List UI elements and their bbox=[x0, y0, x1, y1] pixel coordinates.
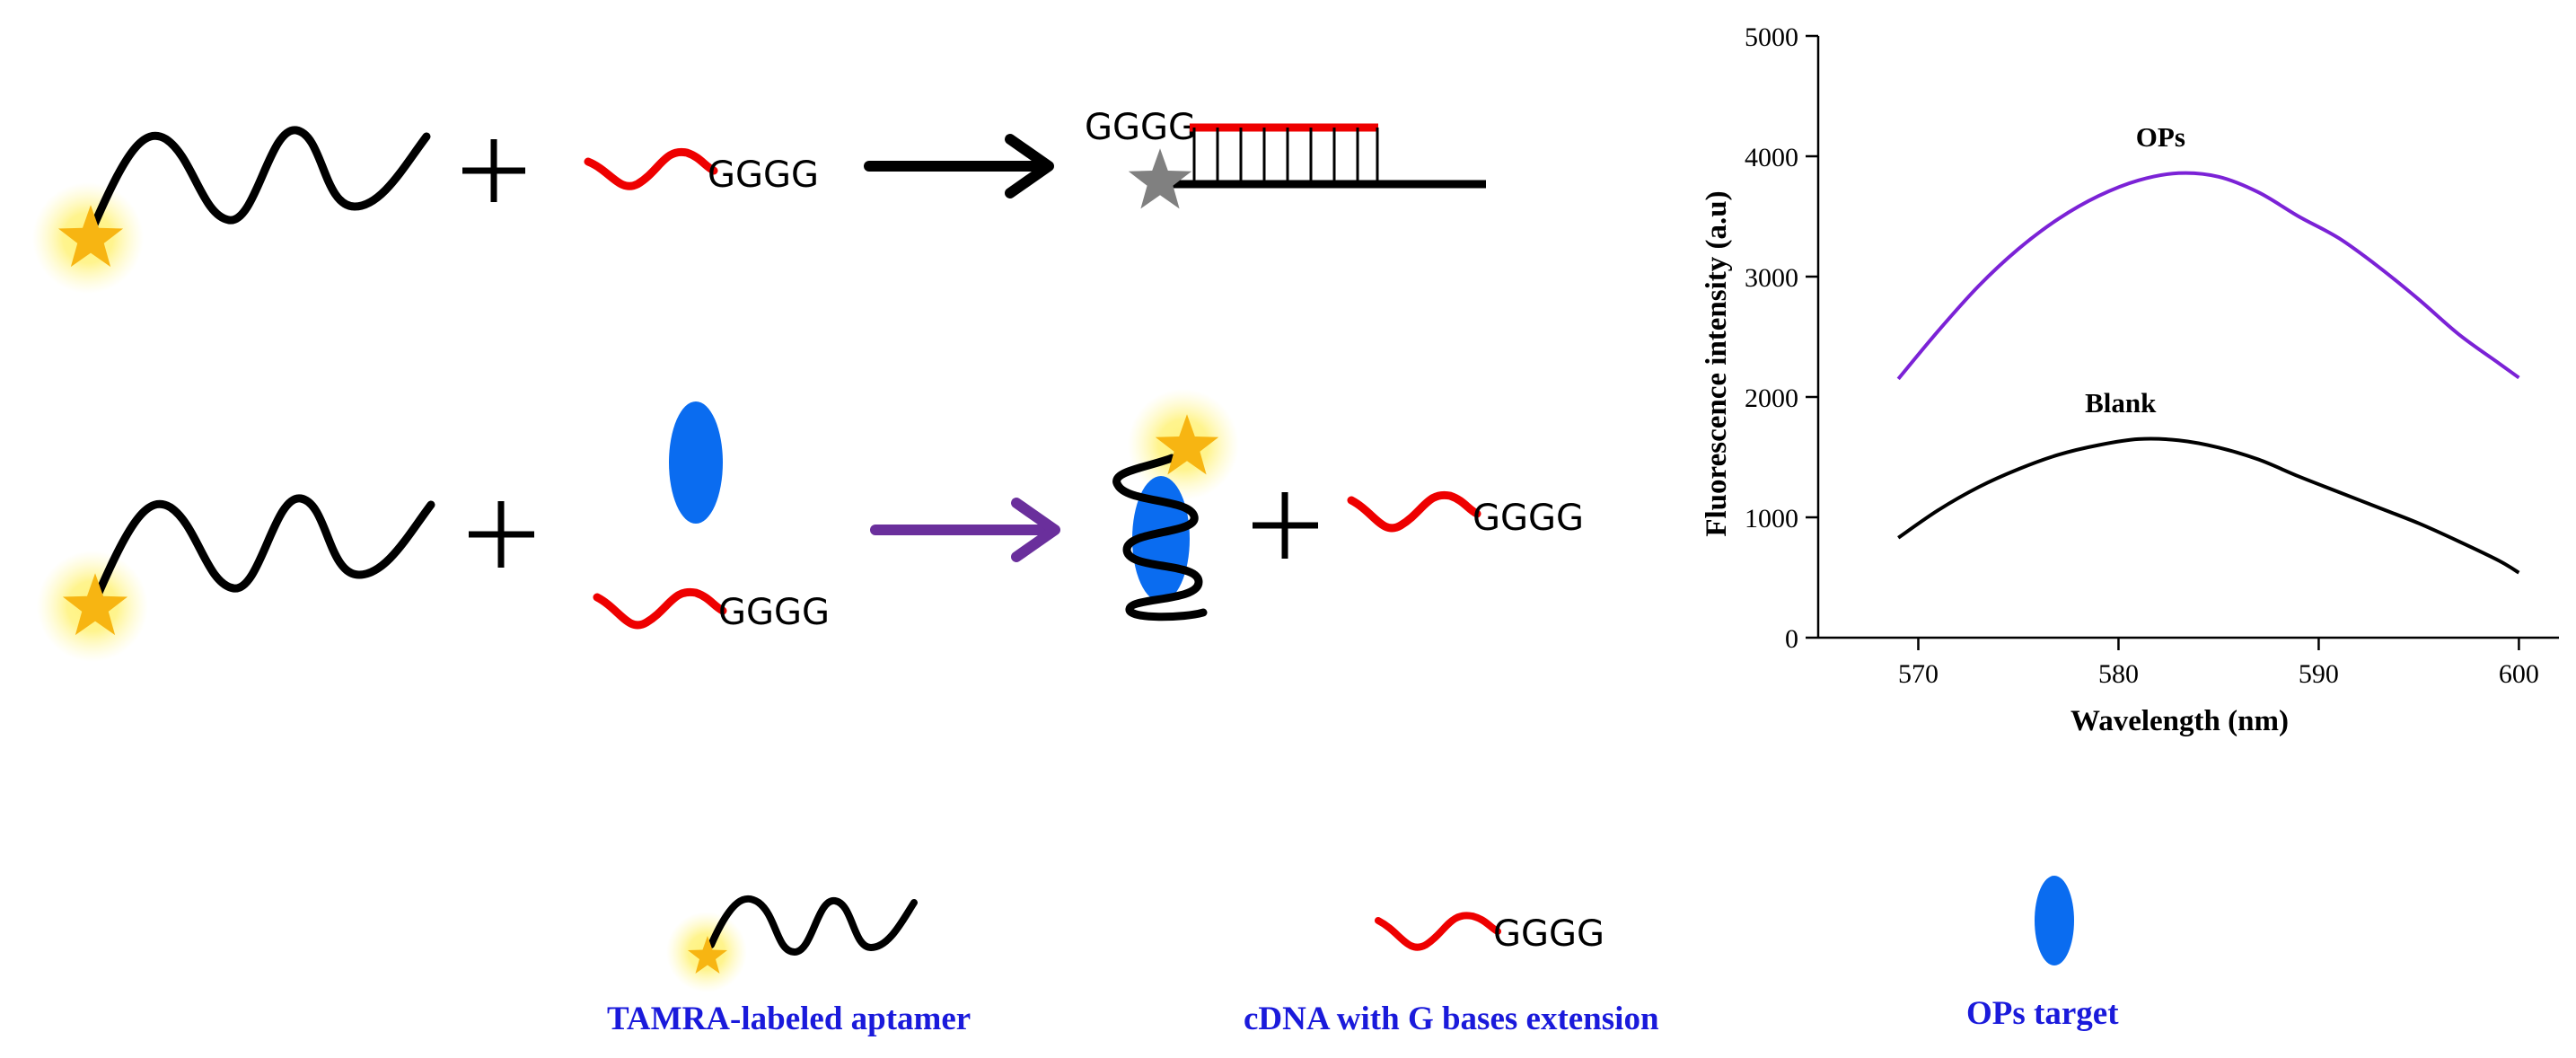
ellipse-icon bbox=[2035, 876, 2074, 965]
aptamer-strand bbox=[1112, 454, 1208, 622]
ellipse-icon bbox=[669, 401, 723, 524]
series-line-blank bbox=[1897, 436, 2520, 575]
aptamer-cdna-duplex: GGGG bbox=[1085, 107, 1486, 209]
y-tick-label: 4000 bbox=[1745, 143, 1798, 172]
legend: TAMRA-labeled aptamer GGGG cDNA with G b… bbox=[607, 876, 2119, 1037]
legend-cdna-label: cDNA with G bases extension bbox=[1244, 1001, 1659, 1037]
cdna-strand bbox=[593, 587, 727, 630]
star-icon bbox=[1128, 148, 1192, 209]
base-pair-lines bbox=[1192, 128, 1379, 183]
series-label-blank: Blank bbox=[2085, 387, 2157, 419]
legend-cdna: GGGG cDNA with G bases extension bbox=[1244, 912, 1659, 1037]
cdna-strand bbox=[1375, 912, 1501, 951]
g-extension-label: GGGG bbox=[1473, 498, 1584, 539]
y-tick-label: 2000 bbox=[1745, 384, 1798, 413]
cdna-strand bbox=[1347, 490, 1481, 533]
plus-icon bbox=[1253, 492, 1318, 559]
x-tick-label: 570 bbox=[1898, 659, 1939, 689]
arrow-icon bbox=[870, 498, 1060, 562]
legend-aptamer: TAMRA-labeled aptamer bbox=[607, 895, 971, 1037]
x-tick-label: 600 bbox=[2499, 659, 2539, 689]
cdna-free: GGGG bbox=[593, 587, 830, 633]
aptamer-target-complex bbox=[1112, 389, 1239, 622]
aptamer-strand bbox=[94, 494, 435, 597]
g-extension-label: GGGG bbox=[1493, 913, 1605, 955]
row-target-binding: GGGG GGGG bbox=[37, 389, 1584, 662]
y-tick-label: 3000 bbox=[1745, 263, 1798, 293]
x-axis-label: Wavelength (nm) bbox=[2070, 705, 2289, 737]
aptamer-strand bbox=[90, 126, 431, 229]
aptamer-strand bbox=[708, 895, 918, 957]
series-label-ops: OPs bbox=[2136, 121, 2185, 153]
g-extension-label: GGGG bbox=[708, 154, 819, 196]
series-line-ops bbox=[1896, 171, 2520, 381]
x-tick-label: 580 bbox=[2098, 659, 2139, 689]
cdna-free: GGGG bbox=[584, 147, 819, 196]
tamra-aptamer-free bbox=[32, 126, 431, 294]
y-tick-label: 5000 bbox=[1745, 22, 1798, 52]
x-tick-label: 590 bbox=[2299, 659, 2339, 689]
tamra-aptamer-free bbox=[37, 494, 435, 662]
fluorescence-chart: 0 1000 2000 3000 4000 5000 570 580 590 600 OPsBl… bbox=[1701, 22, 2559, 737]
g-extension-label: GGGG bbox=[718, 592, 830, 633]
row-hybridization: GGGG GGGG bbox=[32, 107, 1486, 294]
arrow-icon bbox=[864, 134, 1054, 198]
y-tick-label: 1000 bbox=[1745, 504, 1798, 533]
cdna-strand bbox=[584, 147, 718, 190]
y-ticks: 0 1000 2000 3000 4000 5000 bbox=[1745, 22, 1818, 654]
x-ticks: 570 580 590 600 bbox=[1898, 638, 2539, 689]
y-axis-label: Fluorescence intensity (a.u) bbox=[1701, 190, 1733, 536]
g-extension-label: GGGG bbox=[1085, 107, 1196, 148]
cdna-released: GGGG bbox=[1347, 490, 1584, 539]
legend-target-label: OPs target bbox=[1966, 995, 2119, 1032]
legend-aptamer-label: TAMRA-labeled aptamer bbox=[607, 1001, 971, 1037]
plus-icon bbox=[462, 139, 525, 202]
legend-target: OPs target bbox=[1966, 876, 2119, 1032]
plus-icon bbox=[469, 501, 534, 568]
y-tick-label: 0 bbox=[1785, 624, 1798, 654]
